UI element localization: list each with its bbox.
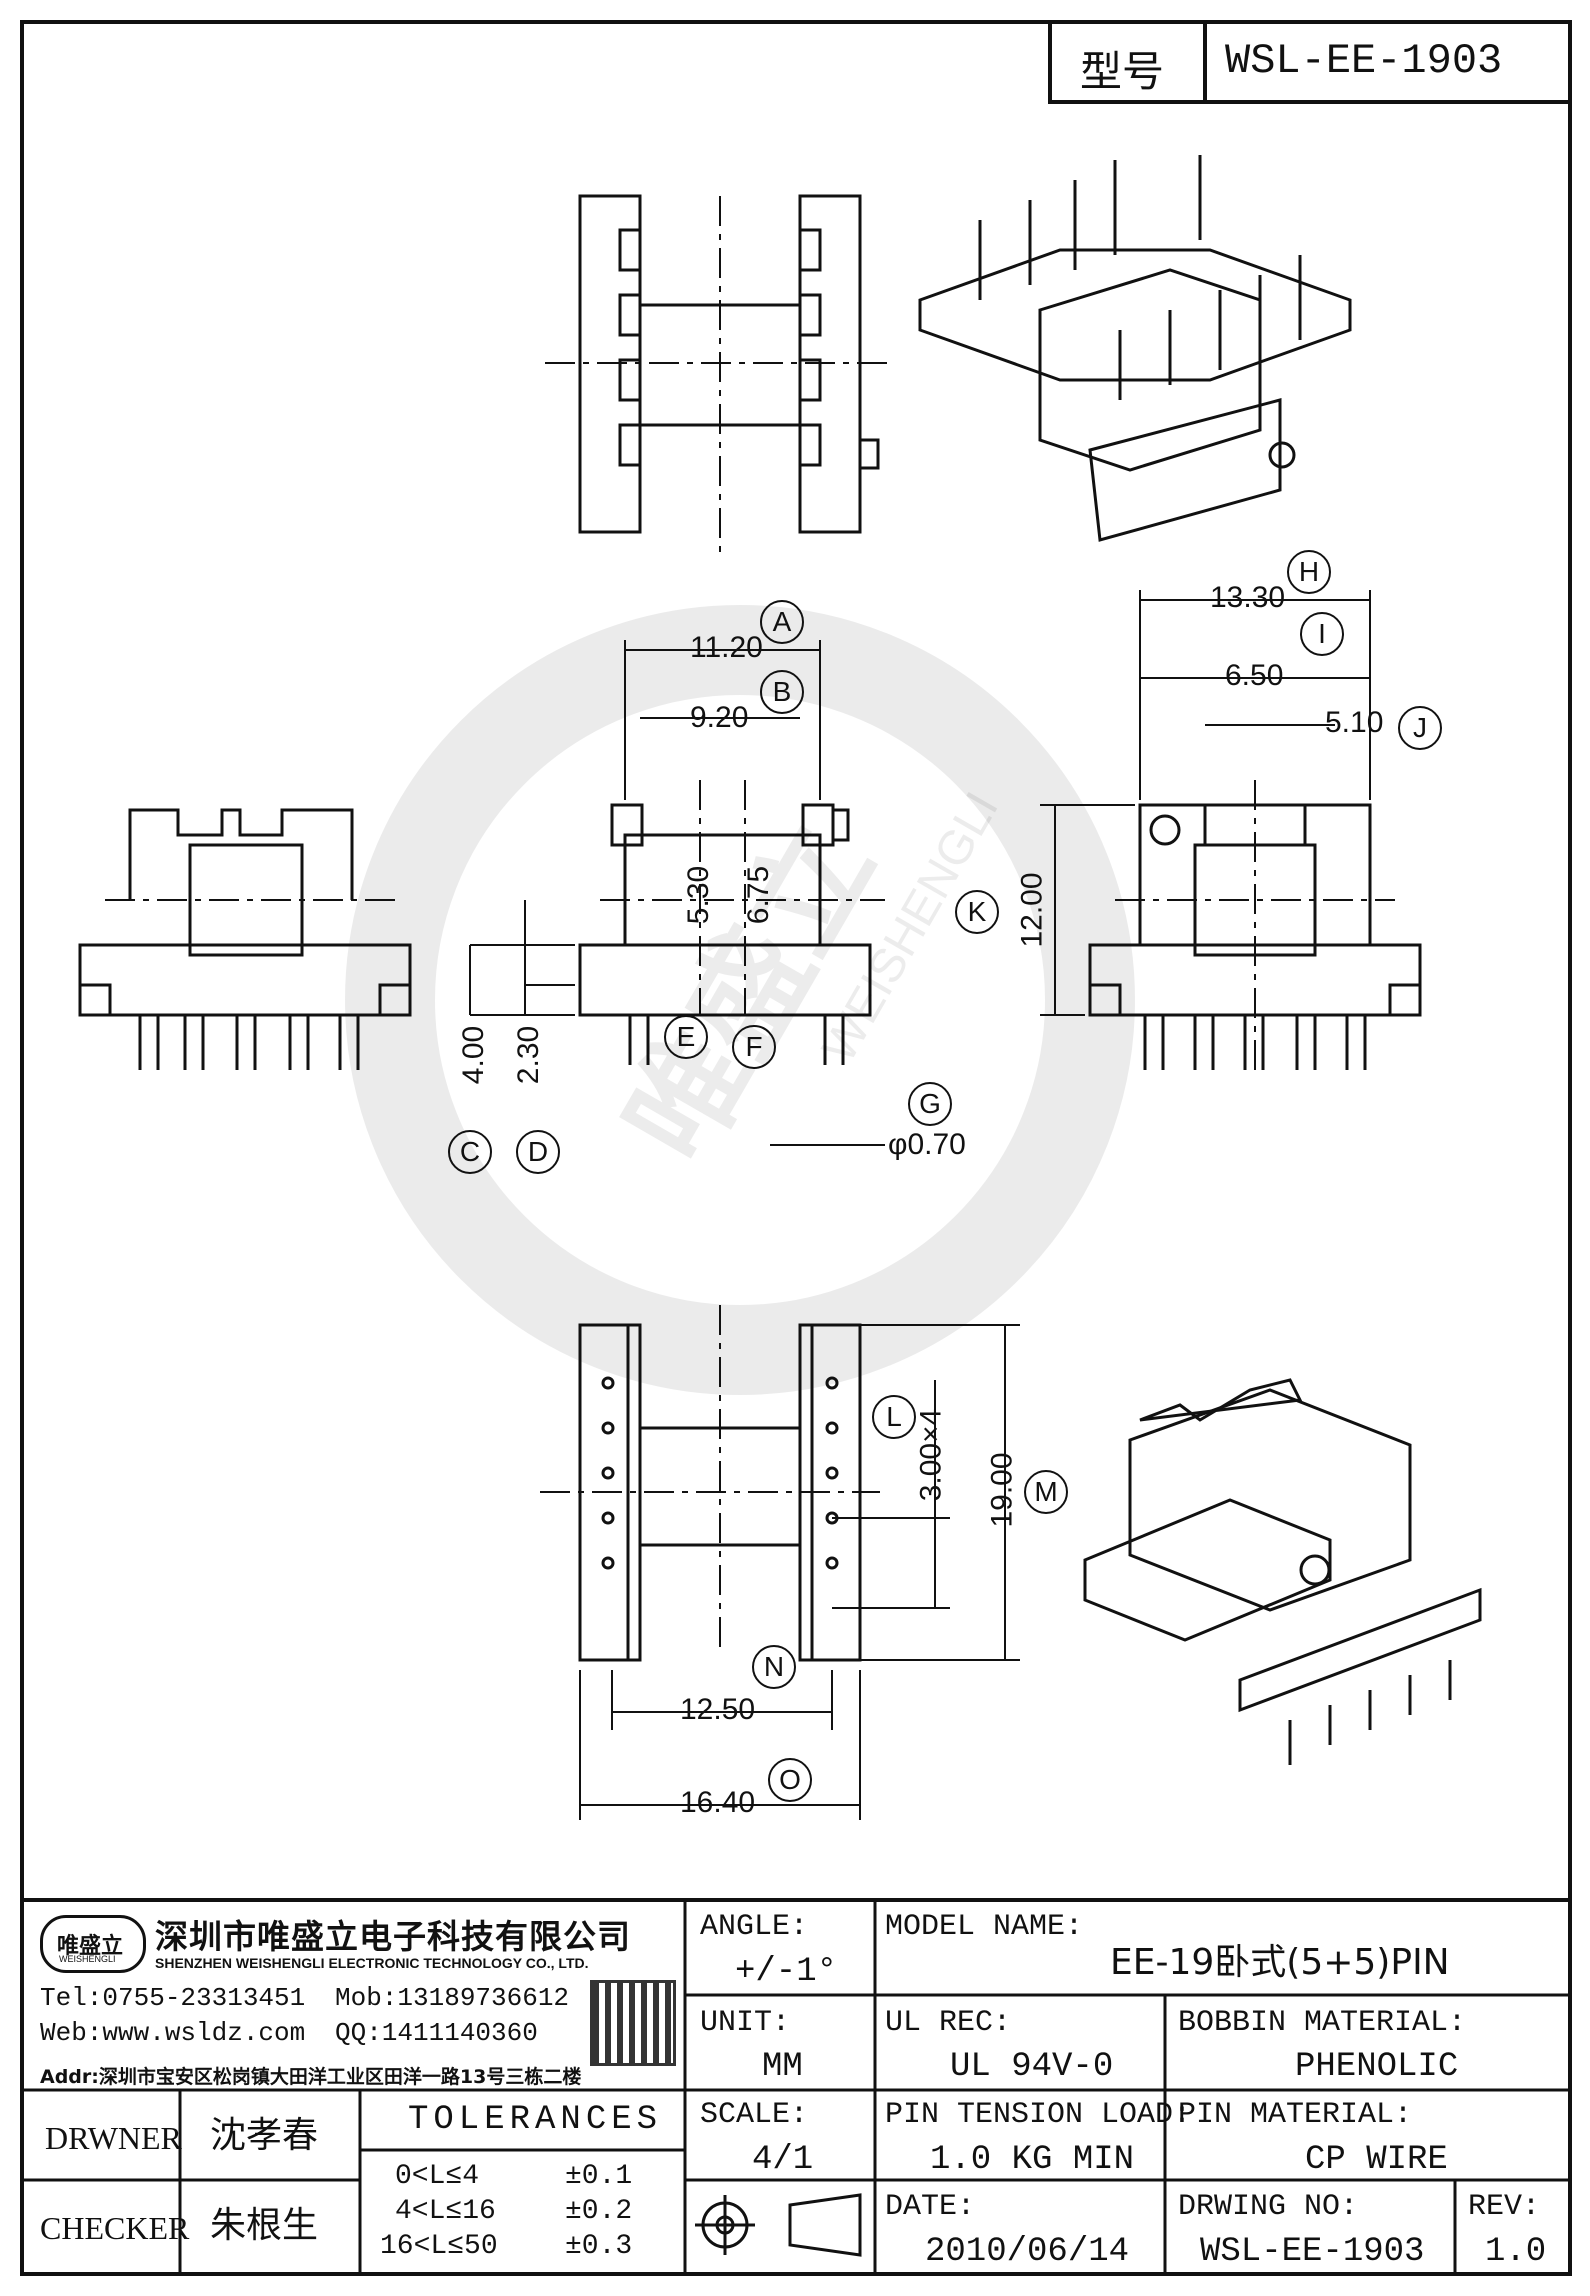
date-label: DATE: <box>885 2190 976 2224</box>
bobbin-material-value: PHENOLIC <box>1295 2048 1459 2086</box>
tolerance-range-3: 16<L≤50 <box>380 2231 498 2262</box>
checker-label: CHECKER <box>40 2210 190 2246</box>
title-block <box>22 1898 1570 2274</box>
dim-marker-K: K <box>955 890 999 934</box>
dim-value-C: 4.00 <box>457 1025 491 1085</box>
company-mob: Mob:13189736612 <box>335 1983 570 2013</box>
date-value: 2010/06/14 <box>925 2233 1130 2271</box>
dim-marker-A: A <box>760 600 804 644</box>
pin-tension-label: PIN TENSION LOAD: <box>885 2098 1192 2132</box>
tolerance-value-3: ±0.3 <box>565 2231 633 2262</box>
isometric-view-top <box>918 155 1352 542</box>
dim-value-E: 5.30 <box>682 865 716 925</box>
dim-marker-E: E <box>664 1015 708 1059</box>
angle-label: ANGLE: <box>700 1910 809 1944</box>
tolerance-range-2: 4<L≤16 <box>395 2196 496 2227</box>
dim-marker-L: L <box>872 1395 916 1439</box>
scale-value: 4/1 <box>752 2141 814 2179</box>
dim-marker-C: C <box>448 1130 492 1174</box>
side-view-middle <box>578 780 885 1065</box>
ul-rec-value: UL 94V-0 <box>950 2048 1114 2086</box>
company-logo: 唯盛立 WEISHENGLI <box>40 1915 146 1973</box>
dim-value-O: 16.40 <box>680 1786 756 1819</box>
drawner-label: DRWNER <box>45 2120 182 2156</box>
dim-marker-D: D <box>516 1130 560 1174</box>
dim-marker-I: I <box>1300 612 1344 656</box>
qr-code <box>590 1980 676 2066</box>
company-name-en: SHENZHEN WEISHENGLI ELECTRONIC TECHNOLOG… <box>155 1955 589 1971</box>
dimension-lines <box>469 590 1371 1820</box>
dim-marker-F: F <box>732 1025 776 1069</box>
dim-value-H: 13.30 <box>1210 581 1286 614</box>
drawing-no-value: WSL-EE-1903 <box>1200 2233 1425 2271</box>
dim-value-B: 9.20 <box>690 701 749 734</box>
side-view-right <box>1088 780 1422 1070</box>
unit-value: MM <box>762 2048 803 2086</box>
bobbin-material-label: BOBBIN MATERIAL: <box>1178 2006 1467 2040</box>
unit-label: UNIT: <box>700 2006 791 2040</box>
dim-marker-H: H <box>1287 550 1331 594</box>
dim-value-D: 2.30 <box>512 1025 546 1085</box>
dim-value-I: 6.50 <box>1225 659 1284 692</box>
pin-material-label: PIN MATERIAL: <box>1178 2098 1413 2132</box>
dim-marker-M: M <box>1024 1470 1068 1514</box>
rev-label: REV: <box>1468 2190 1541 2224</box>
dim-value-L: 3.00×4 <box>914 1408 948 1502</box>
tolerance-value-1: ±0.1 <box>565 2161 633 2192</box>
dim-value-J: 5.10 <box>1325 706 1384 739</box>
top-view <box>545 194 890 560</box>
company-tel: Tel:0755-23313451 <box>40 1983 306 2013</box>
bottom-view <box>540 1305 880 1662</box>
company-logo-sub: WEISHENGLI <box>59 1954 116 1964</box>
tolerances-label: TOLERANCES <box>408 2101 663 2139</box>
pin-material-value: CP WIRE <box>1305 2141 1448 2179</box>
part-number: WSL-EE-1903 <box>1225 37 1503 85</box>
pin-tension-value: 1.0 KG MIN <box>930 2141 1135 2179</box>
angle-value: +/-1° <box>735 1953 838 1991</box>
dim-value-F: 6.75 <box>742 865 776 925</box>
dim-marker-B: B <box>760 670 804 714</box>
model-name-value: EE-19卧式(5+5)PIN <box>1110 1942 1450 1983</box>
front-view-left <box>78 808 412 1070</box>
dim-value-K: 12.00 <box>1015 872 1049 948</box>
dim-value-N: 12.50 <box>680 1693 756 1726</box>
dim-value-M: 19.00 <box>985 1452 1019 1528</box>
rev-value: 1.0 <box>1485 2233 1547 2271</box>
company-logo-text: 唯盛立 <box>57 1934 124 1959</box>
company-web: Web:www.wsldz.com <box>40 2018 306 2048</box>
model-label: 型号 <box>1080 47 1165 96</box>
drawing-no-label: DRWING NO: <box>1178 2190 1359 2224</box>
dim-marker-O: O <box>768 1758 812 1802</box>
drawner-value: 沈孝春 <box>210 2115 319 2156</box>
dim-marker-G: G <box>908 1082 952 1126</box>
dim-marker-J: J <box>1398 706 1442 750</box>
checker-value: 朱根生 <box>210 2205 319 2246</box>
dim-value-G: φ0.70 <box>888 1128 966 1161</box>
company-address: Addr:深圳市宝安区松岗镇大田洋工业区田洋一路13号三栋二楼 <box>40 2066 582 2088</box>
tolerance-range-1: 0<L≤4 <box>395 2161 480 2192</box>
company-name-cn: 深圳市唯盛立电子科技有限公司 <box>155 1917 631 1956</box>
scale-label: SCALE: <box>700 2098 809 2132</box>
dim-value-A: 11.20 <box>690 631 763 664</box>
ul-rec-label: UL REC: <box>885 2006 1012 2040</box>
dim-marker-N: N <box>752 1645 796 1689</box>
company-qq: QQ:1411140360 <box>335 2018 538 2048</box>
model-name-label: MODEL NAME: <box>885 1910 1084 1944</box>
isometric-view-bottom <box>1083 1378 1482 1765</box>
tolerance-value-2: ±0.2 <box>565 2196 633 2227</box>
